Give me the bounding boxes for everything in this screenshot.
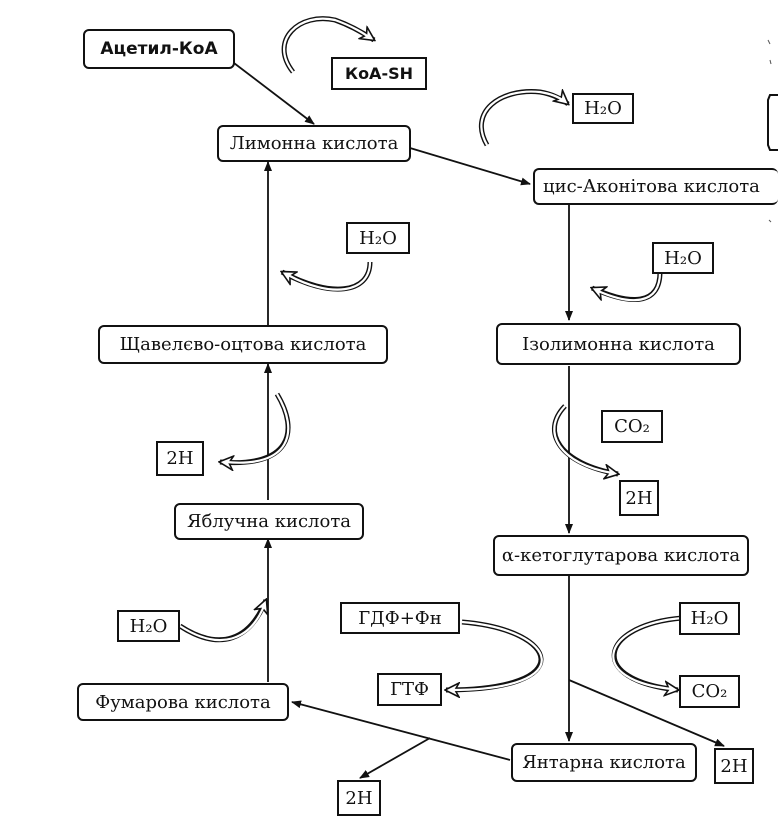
edge-bracket	[767, 94, 778, 151]
node-acetyl-coa: Ацетил-КоА	[83, 29, 235, 69]
node-h2o-left-lower: H₂O	[117, 610, 180, 642]
node-h2o-right-upper: H₂O	[652, 242, 714, 274]
node-2h-bottom: 2H	[337, 780, 381, 816]
node-cis-aconitic-acid: цис-Аконітова кислота	[533, 168, 778, 205]
arrow-to-2h-right	[568, 679, 725, 747]
node-isocitric-acid: Ізолимонна кислота	[496, 323, 741, 365]
node-gtp: ГТФ	[377, 673, 442, 706]
node-2h-left: 2H	[156, 441, 204, 476]
node-h2o-top: H₂O	[572, 93, 634, 124]
arrow-to-2h-bottom	[359, 737, 431, 779]
node-citric-acid: Лимонна кислота	[217, 125, 411, 162]
node-co2-upper: CO₂	[601, 410, 663, 443]
node-co2-lower: CO₂	[679, 675, 740, 708]
node-gdp-pi: ГДФ+Фн	[340, 602, 460, 634]
node-malic-acid: Яблучна кислота	[174, 503, 364, 540]
arrow-citric-to-cisaconitic	[409, 147, 531, 186]
node-oxaloacetic-acid: Щавелєво-оцтова кислота	[98, 325, 388, 364]
node-h2o-right-lower: H₂O	[679, 602, 740, 635]
arrow-succinic-to-fumaric	[291, 700, 511, 761]
curve-gdp-gtp	[446, 619, 544, 690]
node-succinic-acid: Янтарна кислота	[511, 743, 697, 782]
arrow-acetyl-to-citric	[229, 59, 315, 125]
node-2h-right-upper: 2H	[619, 480, 659, 516]
node-coa-sh: КоА-SH	[331, 57, 427, 90]
node-2h-right-lower: 2H	[714, 748, 754, 784]
curve-h2o-co2	[611, 615, 683, 690]
node-alpha-ketoglutaric-acid: α-кетоглутарова кислота	[493, 535, 749, 576]
curve-h2o-top	[478, 92, 568, 147]
node-h2o-left-upper: H₂O	[346, 222, 410, 254]
node-fumaric-acid: Фумарова кислота	[77, 683, 289, 721]
